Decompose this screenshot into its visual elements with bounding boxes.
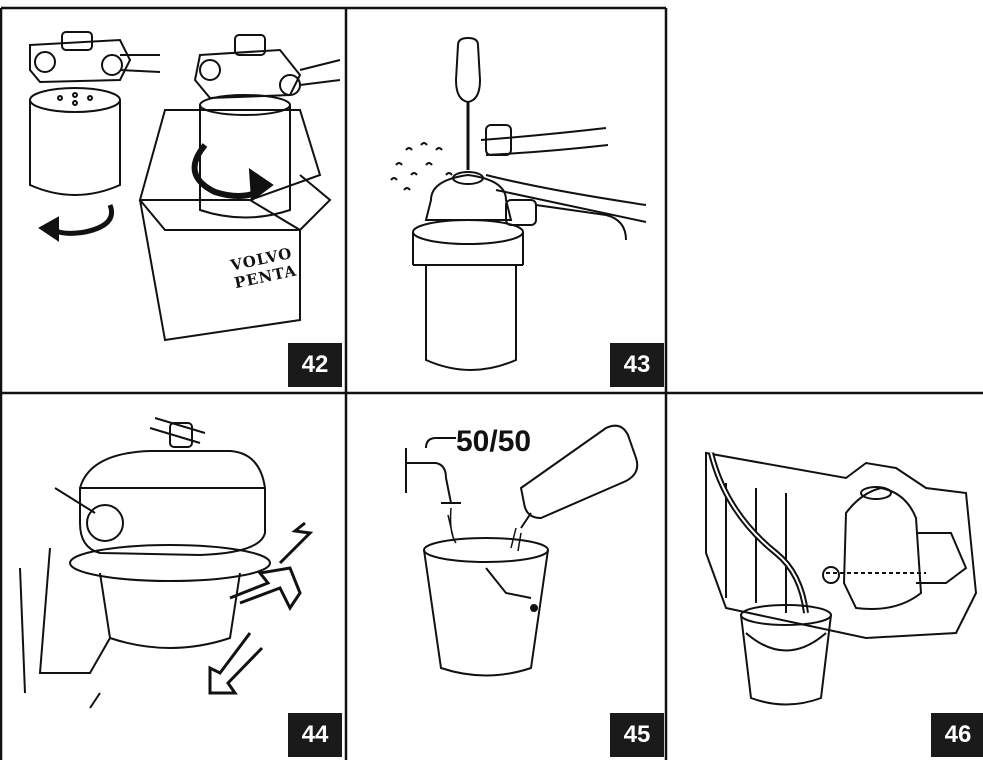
- drain-coolant-illustration: [666, 393, 983, 760]
- filter-housing-illustration: [0, 393, 346, 760]
- step-number-badge: 45: [610, 713, 664, 757]
- panel-46: 46: [666, 393, 983, 760]
- bleed-screw-illustration: [346, 0, 666, 393]
- step-number-badge: 46: [931, 713, 983, 757]
- step-number-badge: 44: [288, 713, 342, 757]
- panel-42: VOLVO PENTA 42: [0, 0, 346, 393]
- panel-43: 43: [346, 0, 666, 393]
- mix-ratio-label: 50/50: [456, 425, 531, 459]
- step-number-badge: 43: [610, 343, 664, 387]
- step-number-badge: 42: [288, 343, 342, 387]
- panel-44: 44: [0, 393, 346, 760]
- filter-swap-illustration: [0, 0, 346, 393]
- panel-45: 50/50 45: [346, 393, 666, 760]
